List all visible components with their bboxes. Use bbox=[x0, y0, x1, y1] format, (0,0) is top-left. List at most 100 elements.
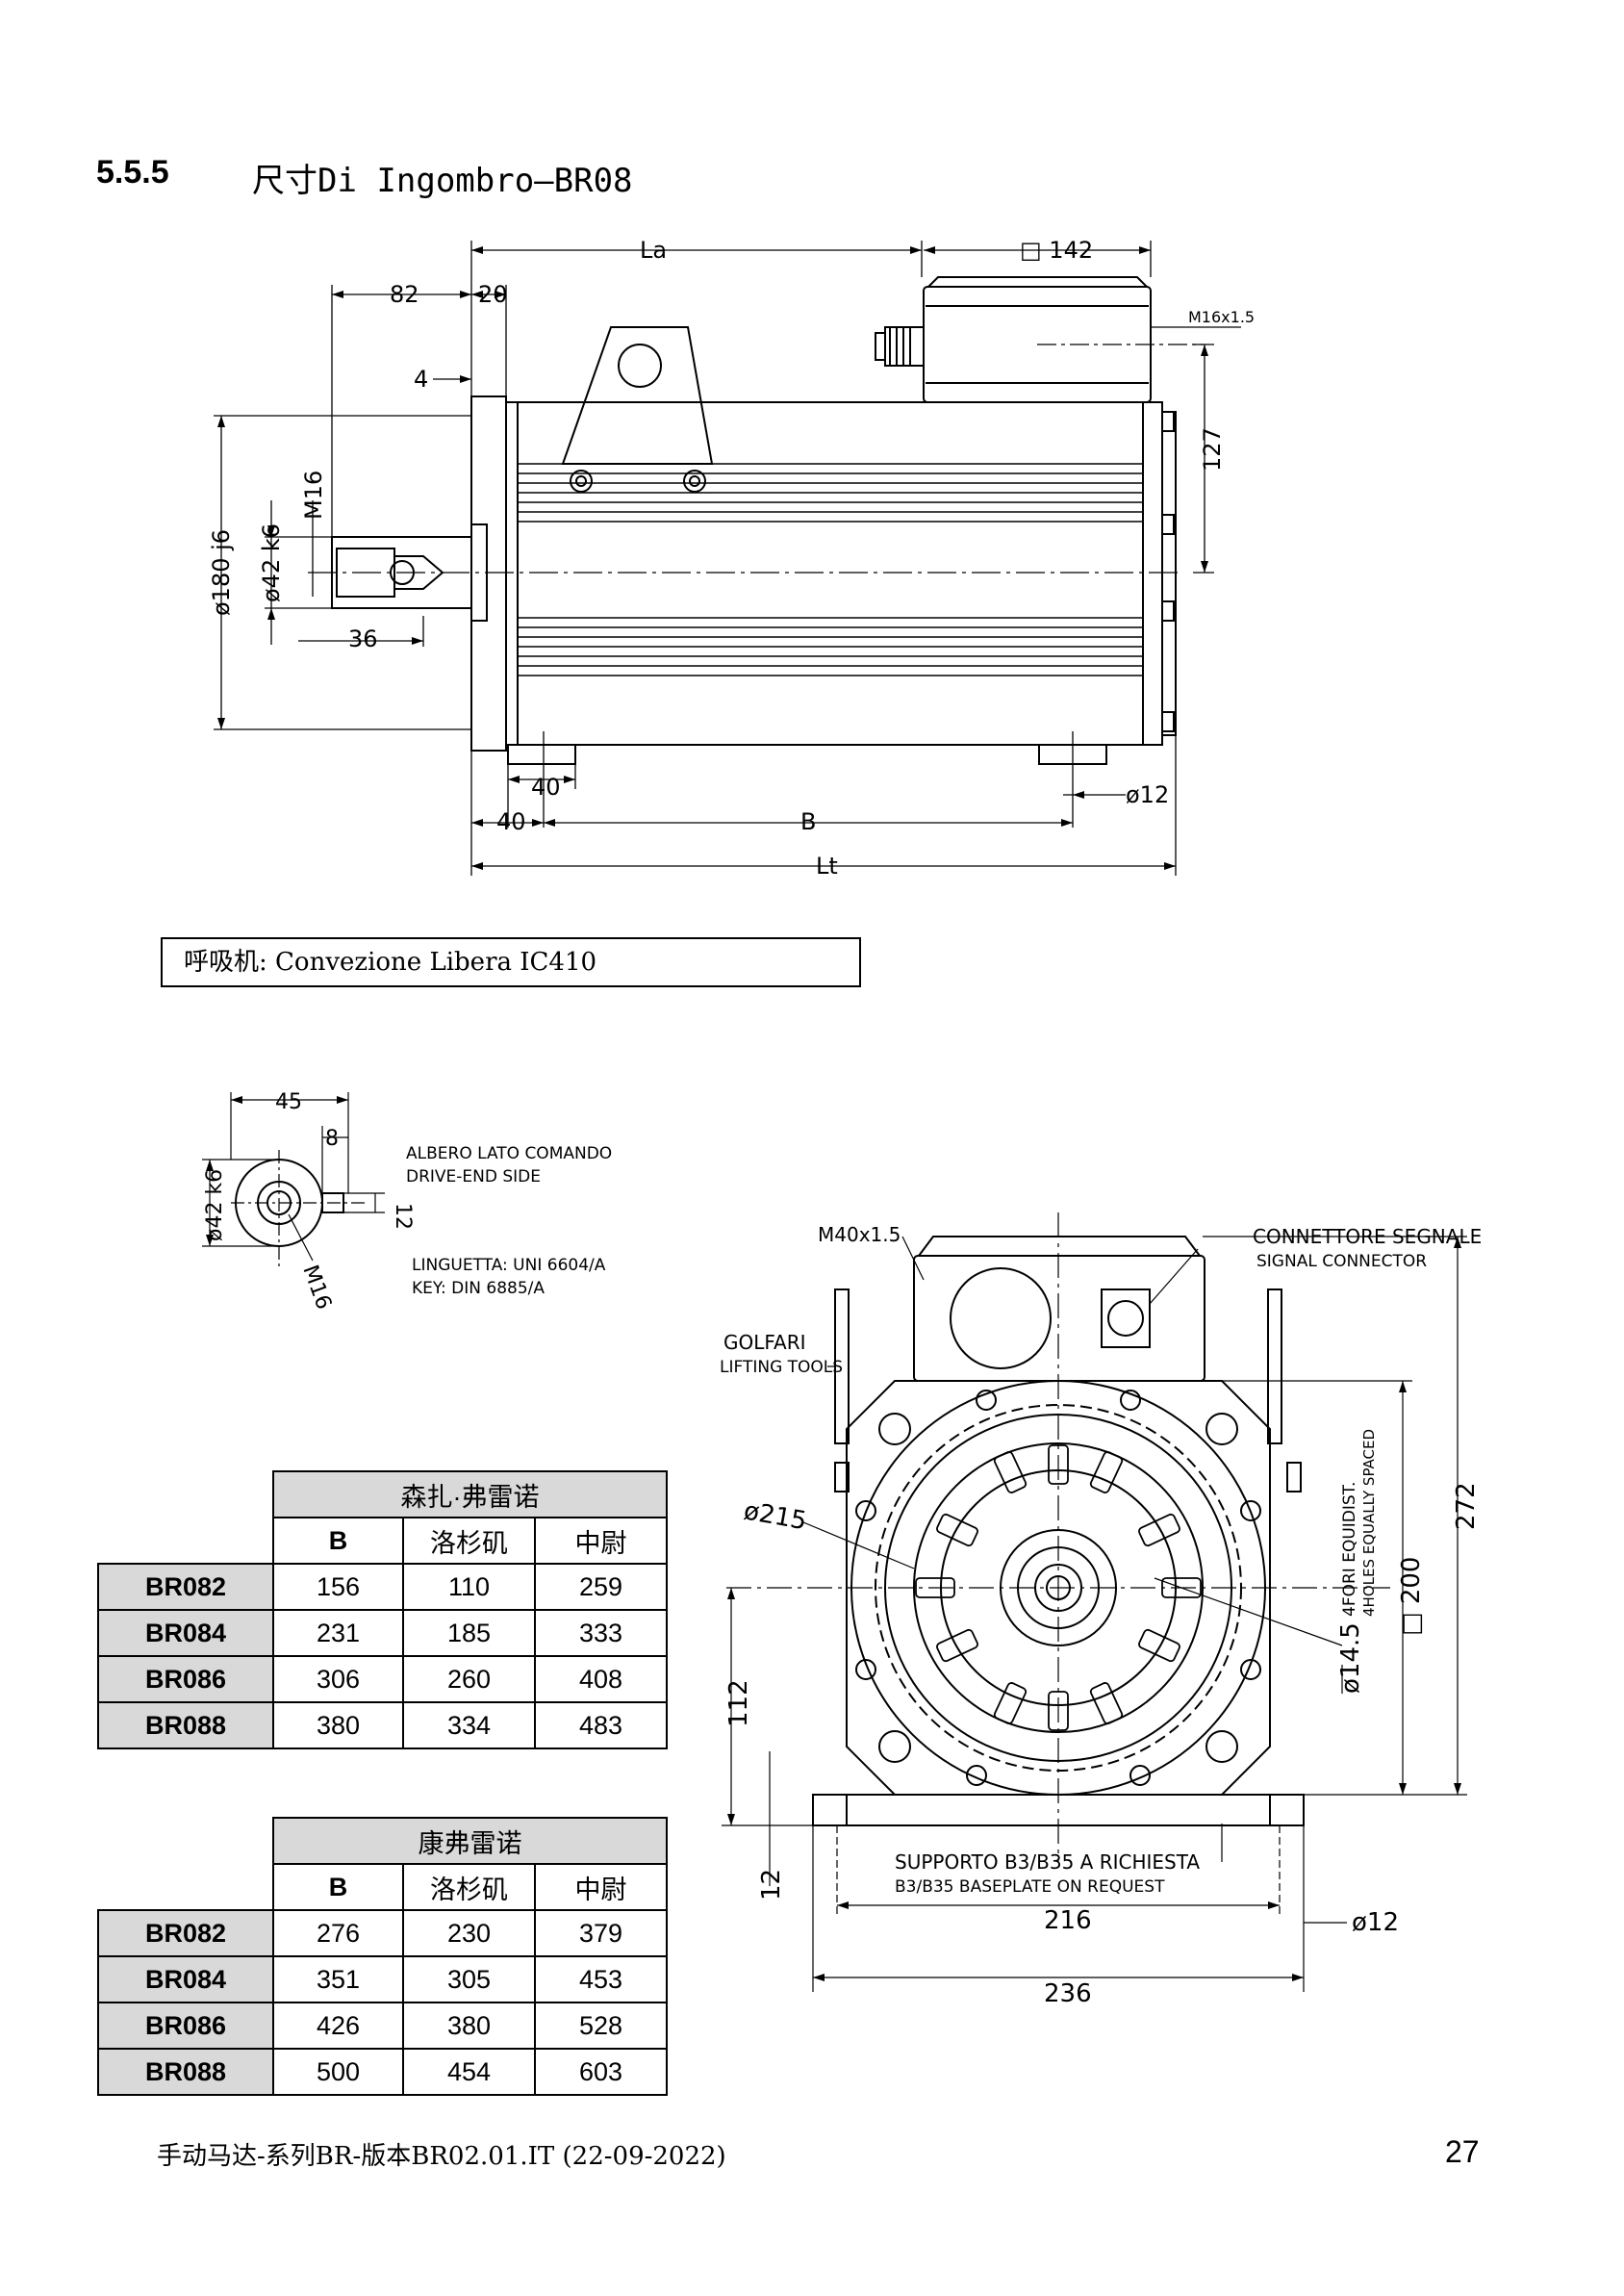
table1-cell: 333 bbox=[534, 1609, 668, 1657]
table2-cell: 454 bbox=[402, 2048, 536, 2096]
table-row: BR088 500 454 603 bbox=[97, 2048, 668, 2096]
table1-cell: 260 bbox=[402, 1655, 536, 1703]
detail-dim-phi42: ø42 k6 bbox=[203, 1169, 227, 1241]
dim-b: B bbox=[800, 808, 816, 835]
page-number: 27 bbox=[1445, 2134, 1480, 2169]
shaft-detail-drawing: 45 8 12 ø42 k6 M16 ALBERO LATO COMANDO D… bbox=[202, 1090, 612, 1313]
table1-cell: 408 bbox=[534, 1655, 668, 1703]
table2-cell: 453 bbox=[534, 1955, 668, 2003]
table1-cell: 483 bbox=[534, 1701, 668, 1749]
section-number: 5.5.5 bbox=[96, 154, 169, 191]
m40-label: M40x1.5 bbox=[818, 1223, 901, 1246]
dimension-table-no-brake: 森扎·弗雷诺 B 洛杉矶 中尉 BR082 156 110 259 BR084 … bbox=[97, 1470, 668, 1749]
table1-cell: 231 bbox=[272, 1609, 404, 1657]
dimension-table-with-brake: 康弗雷诺 B 洛杉矶 中尉 BR082 276 230 379 BR084 35… bbox=[97, 1817, 668, 2096]
table2-cell: 380 bbox=[402, 2002, 536, 2050]
dim-142: □ 142 bbox=[1020, 237, 1093, 264]
dim-236: 236 bbox=[1044, 1979, 1092, 2008]
dim-la: La bbox=[640, 237, 667, 264]
table2-cell: 500 bbox=[272, 2048, 404, 2096]
table1-model: BR082 bbox=[97, 1563, 274, 1611]
table2-cell: 603 bbox=[534, 2048, 668, 2096]
dim-phi12: ø12 bbox=[1126, 781, 1169, 808]
table2-cell: 305 bbox=[402, 1955, 536, 2003]
key-label-1: LINGUETTA: UNI 6604/A bbox=[412, 1256, 606, 1275]
table2-model: BR088 bbox=[97, 2048, 274, 2096]
dim-phi145: ø14.5 bbox=[1336, 1622, 1365, 1694]
table1-cell: 334 bbox=[402, 1701, 536, 1749]
table2-model: BR086 bbox=[97, 2002, 274, 2050]
table2-group-header: 康弗雷诺 bbox=[272, 1817, 668, 1865]
table2-cell: 528 bbox=[534, 2002, 668, 2050]
key-label-2: KEY: DIN 6885/A bbox=[412, 1279, 545, 1298]
dim-m16x15: M16x1.5 bbox=[1188, 308, 1255, 326]
detail-dim-45: 45 bbox=[275, 1090, 302, 1114]
table-row: BR084 351 305 453 bbox=[97, 1955, 668, 2003]
dim-36: 36 bbox=[348, 625, 378, 652]
table1-model: BR088 bbox=[97, 1701, 274, 1749]
detail-dim-12: 12 bbox=[391, 1203, 415, 1230]
table1-cell: 380 bbox=[272, 1701, 404, 1749]
dim-216: 216 bbox=[1044, 1906, 1092, 1935]
dim-20: 20 bbox=[478, 281, 508, 308]
table1-cell: 110 bbox=[402, 1563, 536, 1611]
table2-header-la: 洛杉矶 bbox=[402, 1863, 536, 1911]
dim-200: □ 200 bbox=[1397, 1557, 1426, 1636]
dim-lt: Lt bbox=[816, 853, 838, 880]
table1-cell: 185 bbox=[402, 1609, 536, 1657]
table-row: BR082 156 110 259 bbox=[97, 1563, 668, 1611]
fan-note: 呼吸机: Convezione Libera IC410 bbox=[161, 937, 861, 987]
table2-cell: 426 bbox=[272, 2002, 404, 2050]
table2-cell: 351 bbox=[272, 1955, 404, 2003]
detail-dim-8: 8 bbox=[325, 1127, 339, 1151]
dim-phi180: ø180 j6 bbox=[208, 529, 235, 616]
dim-127: 127 bbox=[1199, 427, 1226, 472]
dim-phi42: ø42 k6 bbox=[258, 523, 285, 602]
dim-12: 12 bbox=[757, 1869, 786, 1901]
table1-cell: 156 bbox=[272, 1563, 404, 1611]
supporto-label-1: SUPPORTO B3/B35 A RICHIESTA bbox=[895, 1850, 1200, 1874]
section-title: 尺寸Di Ingombro–BR08 bbox=[252, 162, 633, 200]
table2-header-b: B bbox=[272, 1863, 404, 1911]
side-view-drawing: La □ 142 82 20 4 M16x1.5 127 ø180 j6 M16… bbox=[208, 237, 1255, 880]
dim-phi12-base: ø12 bbox=[1352, 1908, 1399, 1937]
front-view-drawing: M40x1.5 CONNETTORE SEGNALE SIGNAL CONNEC… bbox=[720, 1212, 1482, 2008]
connector-label-2: SIGNAL CONNECTOR bbox=[1256, 1252, 1427, 1271]
dim-40-foot: 40 bbox=[531, 774, 561, 801]
holes-label-1: 4FORI EQUIDIST. bbox=[1340, 1482, 1359, 1617]
supporto-label-2: B3/B35 BASEPLATE ON REQUEST bbox=[895, 1877, 1165, 1897]
footer-text: 手动马达-系列BR-版本BR02.01.IT (22-09-2022) bbox=[157, 2142, 726, 2171]
dim-phi215: ø215 bbox=[742, 1496, 809, 1536]
table1-header-la: 洛杉矶 bbox=[402, 1517, 536, 1565]
table-row: BR082 276 230 379 bbox=[97, 1909, 668, 1957]
table2-model: BR084 bbox=[97, 1955, 274, 2003]
drive-end-label-2: DRIVE-END SIDE bbox=[406, 1167, 541, 1186]
table2-header-lt: 中尉 bbox=[534, 1863, 668, 1911]
dim-m16: M16 bbox=[300, 471, 327, 520]
table-row: BR088 380 334 483 bbox=[97, 1701, 668, 1749]
table1-header-lt: 中尉 bbox=[534, 1517, 668, 1565]
table2-cell: 379 bbox=[534, 1909, 668, 1957]
dim-4: 4 bbox=[414, 366, 428, 393]
table1-cell: 259 bbox=[534, 1563, 668, 1611]
dim-40: 40 bbox=[496, 808, 526, 835]
table1-header-b: B bbox=[272, 1517, 404, 1565]
table1-model: BR084 bbox=[97, 1609, 274, 1657]
table1-group-header: 森扎·弗雷诺 bbox=[272, 1470, 668, 1518]
golfari-label-2: LIFTING TOOLS bbox=[720, 1358, 843, 1377]
drive-end-label-1: ALBERO LATO COMANDO bbox=[406, 1144, 612, 1163]
table-row: BR084 231 185 333 bbox=[97, 1609, 668, 1657]
table2-cell: 276 bbox=[272, 1909, 404, 1957]
table2-model: BR082 bbox=[97, 1909, 274, 1957]
holes-label-2: 4HOLES EQUALLY SPACED bbox=[1360, 1429, 1378, 1617]
table-row: BR086 306 260 408 bbox=[97, 1655, 668, 1703]
golfari-label-1: GOLFARI bbox=[723, 1331, 806, 1354]
table2-cell: 230 bbox=[402, 1909, 536, 1957]
dim-82: 82 bbox=[390, 281, 419, 308]
table1-model: BR086 bbox=[97, 1655, 274, 1703]
table-row: BR086 426 380 528 bbox=[97, 2002, 668, 2050]
dim-272: 272 bbox=[1452, 1482, 1481, 1530]
connector-label-1: CONNETTORE SEGNALE bbox=[1253, 1225, 1482, 1248]
dim-112: 112 bbox=[724, 1679, 753, 1727]
table1-cell: 306 bbox=[272, 1655, 404, 1703]
